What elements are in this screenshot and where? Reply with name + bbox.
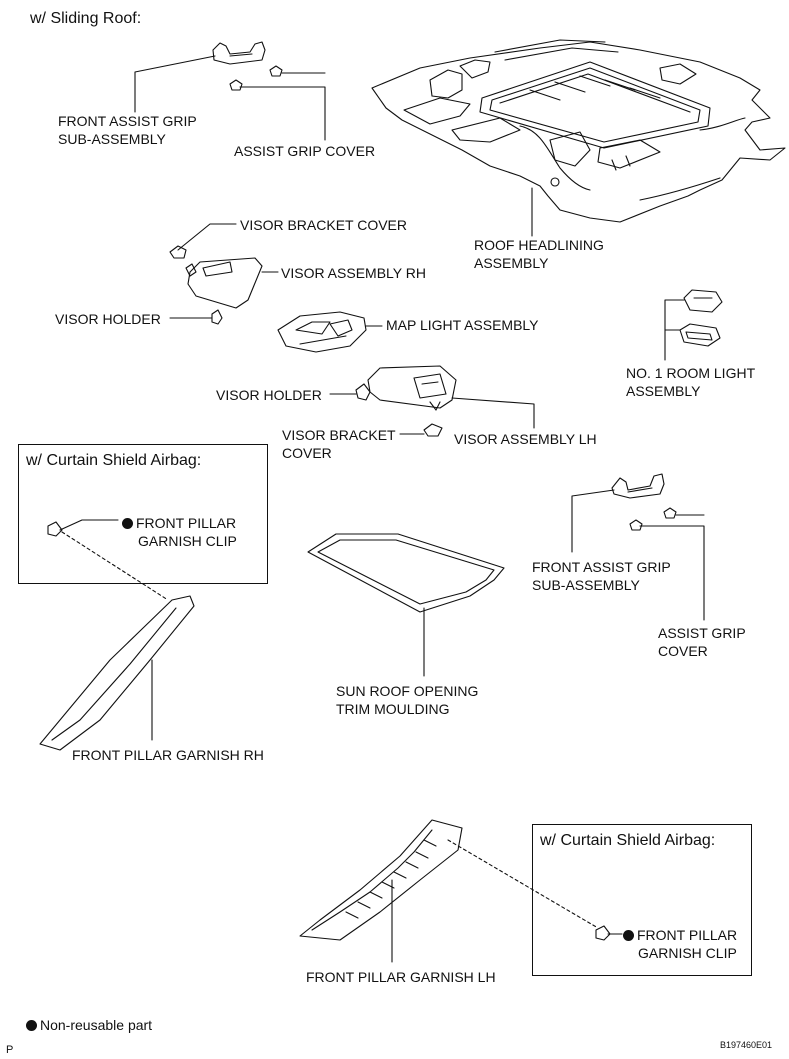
visor-bracket-cover-bottom-label-1: VISOR BRACKET xyxy=(282,427,396,443)
airbag-box-bottom-clip-label-1: FRONT PILLAR xyxy=(623,926,737,944)
dashed-link-top xyxy=(61,531,169,601)
airbag-box-top-clip-label-1: FRONT PILLAR xyxy=(122,514,236,532)
legend-text: Non-reusable part xyxy=(40,1017,153,1033)
clip-top-drawing xyxy=(47,521,63,537)
roof-headlining-drawing xyxy=(371,39,786,223)
airbag-box-bottom-title: w/ Curtain Shield Airbag: xyxy=(540,832,716,849)
legend-non-reusable: Non-reusable part xyxy=(26,1016,152,1034)
visor-holder-left-label: VISOR HOLDER xyxy=(55,311,161,327)
leader-lines xyxy=(59,55,705,963)
room-light-label-1: NO. 1 ROOM LIGHT xyxy=(626,365,756,381)
airbag-box-top xyxy=(18,444,268,584)
room-light-drawing xyxy=(679,289,723,347)
visor-bracket-cover-bottom-drawing xyxy=(423,423,443,437)
visor-assembly-rh-drawing xyxy=(185,257,263,309)
assist-grip-cover-right-label-2: COVER xyxy=(658,643,708,659)
visor-bracket-cover-top-drawing xyxy=(169,245,187,259)
page-letter: P xyxy=(6,1044,14,1056)
map-light-assembly-label: MAP LIGHT ASSEMBLY xyxy=(386,317,539,333)
sun-roof-trim-drawing xyxy=(307,533,505,613)
clip-label-text: FRONT PILLAR xyxy=(136,515,237,531)
sun-roof-trim-label-2: TRIM MOULDING xyxy=(336,701,450,717)
airbag-box-bottom xyxy=(532,824,752,976)
front-assist-grip-right-drawing xyxy=(611,473,665,499)
dashed-link-bottom xyxy=(447,839,599,929)
figure-code: B197460E01 xyxy=(720,1040,773,1050)
assist-grip-cover-top-drawing xyxy=(229,65,283,91)
front-pillar-lh-drawing xyxy=(299,819,463,941)
front-pillar-rh-label: FRONT PILLAR GARNISH RH xyxy=(72,747,264,763)
non-reusable-dot-icon xyxy=(122,518,133,529)
room-light-label-2: ASSEMBLY xyxy=(626,383,701,399)
non-reusable-dot-icon xyxy=(623,930,634,941)
airbag-box-top-title: w/ Curtain Shield Airbag: xyxy=(26,452,202,469)
front-assist-grip-top-label-2: SUB-ASSEMBLY xyxy=(58,131,166,147)
visor-holder-mid-drawing xyxy=(355,383,371,401)
variant-sliding-roof-title: w/ Sliding Roof: xyxy=(30,10,142,27)
front-assist-grip-top-drawing xyxy=(212,41,266,65)
visor-assembly-lh-drawing xyxy=(367,365,457,411)
front-pillar-lh-label: FRONT PILLAR GARNISH LH xyxy=(306,969,496,985)
front-assist-grip-right-label-1: FRONT ASSIST GRIP xyxy=(532,559,671,575)
clip-bottom-drawing xyxy=(595,925,611,941)
map-light-assembly-drawing xyxy=(277,311,367,353)
visor-bracket-cover-top-label: VISOR BRACKET COVER xyxy=(240,217,408,233)
front-assist-grip-right-label-2: SUB-ASSEMBLY xyxy=(532,577,640,593)
roof-headlining-label-1: ROOF HEADLINING xyxy=(474,237,604,253)
front-assist-grip-top-label-1: FRONT ASSIST GRIP xyxy=(58,113,197,129)
airbag-box-top-clip-label-2: GARNISH CLIP xyxy=(138,533,237,549)
sun-roof-trim-label-1: SUN ROOF OPENING xyxy=(336,683,479,699)
front-pillar-rh-drawing xyxy=(39,595,195,751)
clip-label-text: FRONT PILLAR xyxy=(637,927,738,943)
visor-assembly-rh-label: VISOR ASSEMBLY RH xyxy=(281,265,426,281)
assist-grip-cover-top-label: ASSIST GRIP COVER xyxy=(234,143,376,159)
visor-assembly-lh-label: VISOR ASSEMBLY LH xyxy=(454,431,597,447)
roof-headlining-label-2: ASSEMBLY xyxy=(474,255,549,271)
airbag-box-bottom-clip-label-2: GARNISH CLIP xyxy=(638,945,737,961)
visor-bracket-cover-bottom-label-2: COVER xyxy=(282,445,332,461)
assist-grip-cover-right-label-1: ASSIST GRIP xyxy=(658,625,746,641)
assist-grip-cover-right-drawing xyxy=(629,507,677,531)
non-reusable-dot-icon xyxy=(26,1020,37,1031)
visor-holder-left-drawing xyxy=(211,309,223,325)
visor-holder-mid-label: VISOR HOLDER xyxy=(216,387,322,403)
